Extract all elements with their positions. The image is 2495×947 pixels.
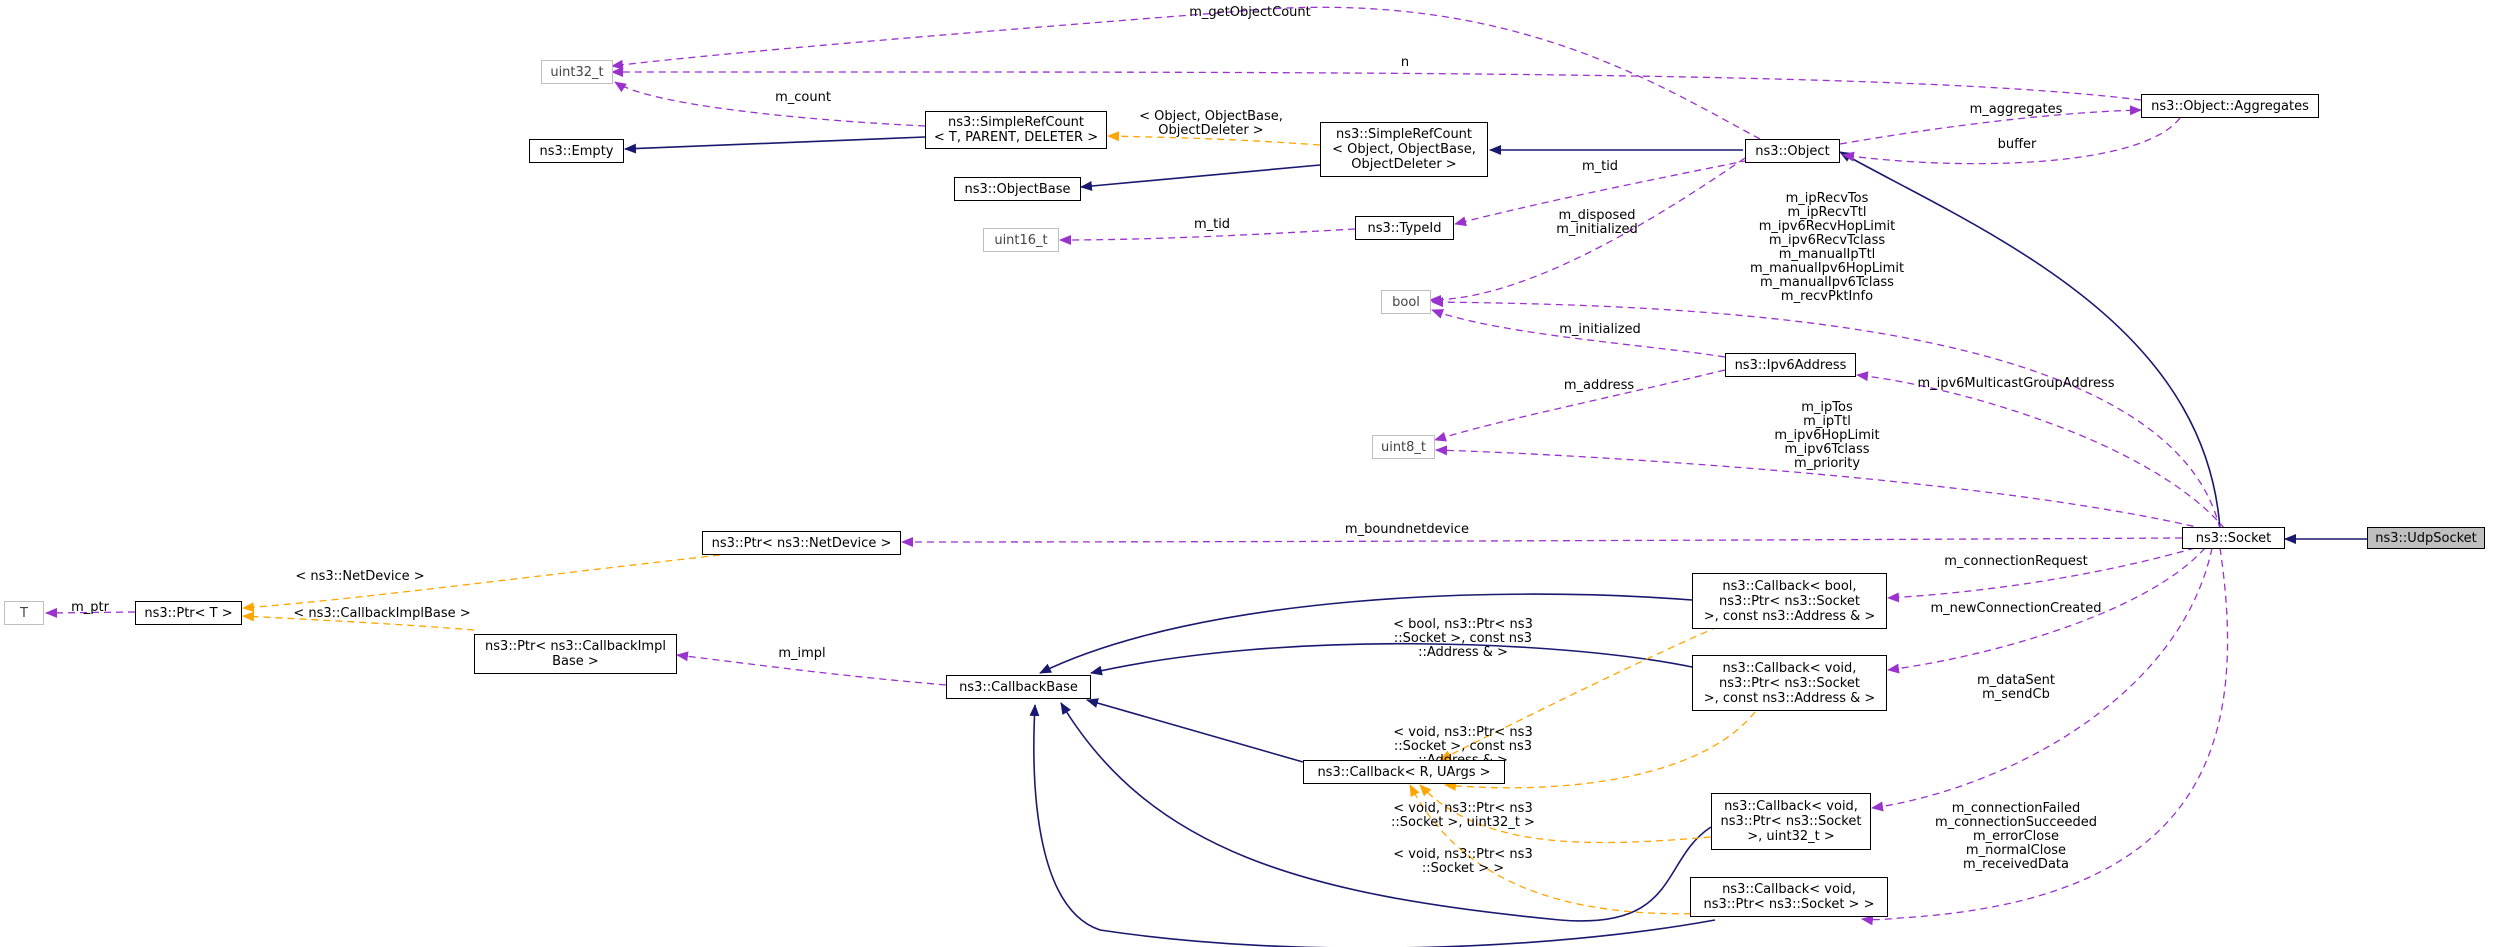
edge-aggregates-uint32-n (611, 66, 2142, 101)
node-simplerefcount-object[interactable]: ns3::SimpleRefCount < Object, ObjectBase… (1320, 122, 1488, 177)
label-tpl-void-uint32: < void, ns3::Ptr< ns3::Socket >, uint32_… (1391, 801, 1535, 830)
edge-cbtemplate-callbackbase (1086, 698, 1304, 763)
node-bool[interactable]: bool (1381, 290, 1431, 314)
edge-socket-object (1839, 151, 2221, 530)
label-callbackimplbase-tpl: < ns3::CallbackImplBase > (293, 606, 470, 621)
node-ns3-typeid[interactable]: ns3::TypeId (1355, 216, 1454, 240)
node-callback-bool[interactable]: ns3::Callback< bool, ns3::Ptr< ns3::Sock… (1692, 573, 1887, 629)
node-object-aggregates[interactable]: ns3::Object::Aggregates (2141, 94, 2319, 118)
label-m-tid-uint16: m_tid (1194, 217, 1230, 232)
label-m-tid-typeid: m_tid (1582, 159, 1618, 174)
label-tpl-bool: < bool, ns3::Ptr< ns3::Socket >, const n… (1393, 617, 1533, 660)
node-ns3-socket[interactable]: ns3::Socket (2182, 527, 2285, 549)
node-uint8-t[interactable]: uint8_t (1372, 435, 1435, 459)
edge-cbvoid-callbackbase (1029, 704, 1716, 947)
label-m-boundnetdevice: m_boundnetdevice (1345, 522, 1469, 537)
edge-object-uint32-getobjectcount (611, 6, 1761, 140)
label-m-ptr: m_ptr (71, 600, 110, 615)
edge-socket-ipv6address (1856, 371, 2226, 530)
edge-simplerefcountobj-template (1107, 131, 1321, 146)
edge-cbvoiduint32-callbackbase (1060, 702, 1712, 922)
node-ptr-t[interactable]: ns3::Ptr< T > (135, 601, 242, 625)
label-m-initialized: m_initialized (1559, 322, 1641, 337)
node-ns3-objectbase[interactable]: ns3::ObjectBase (954, 177, 1081, 201)
edge-ipv6address-bool (1431, 309, 1726, 358)
node-callback-void-address[interactable]: ns3::Callback< void, ns3::Ptr< ns3::Sock… (1692, 655, 1887, 711)
edge-socket-cbbool (1887, 547, 2196, 603)
edge-ipv6address-uint8 (1434, 369, 1726, 442)
edge-simplerefcount-uint32-count (614, 81, 926, 127)
edge-socket-cbvoiduint32 (1871, 547, 2213, 812)
edge-socket-bool (1431, 297, 2221, 530)
edge-socket-ptrnetdevice (901, 536, 2183, 547)
node-simplerefcount-template[interactable]: ns3::SimpleRefCount < T, PARENT, DELETER… (925, 111, 1107, 149)
label-m-getobjectcount: m_getObjectCount (1189, 5, 1310, 20)
node-ns3-ipv6address[interactable]: ns3::Ipv6Address (1725, 353, 1856, 377)
edge-object-typeid (1454, 157, 1761, 227)
node-callback-void-uint32[interactable]: ns3::Callback< void, ns3::Ptr< ns3::Sock… (1711, 793, 1871, 850)
edge-socket-uint8 (1435, 445, 2206, 530)
node-uint32-t[interactable]: uint32_t (541, 60, 613, 84)
edge-cbvoiduint32-cbtemplate (1419, 784, 1712, 844)
edge-cbbool-callbackbase (1039, 593, 1693, 674)
label-netdevice-tpl: < ns3::NetDevice > (295, 569, 424, 584)
edge-simplerefcount-empty (624, 136, 926, 154)
edge-callbackbase-ptrcallbackimpl (676, 651, 947, 686)
node-ptr-netdevice[interactable]: ns3::Ptr< ns3::NetDevice > (702, 531, 901, 555)
node-callback-void[interactable]: ns3::Callback< void, ns3::Ptr< ns3::Sock… (1690, 877, 1888, 917)
label-m-newconnectioncreated: m_newConnectionCreated (1930, 601, 2101, 616)
edge-typeid-uint16 (1059, 228, 1356, 245)
edge-object-bool (1429, 157, 1746, 305)
label-m-connectionrequest: m_connectionRequest (1944, 554, 2088, 569)
node-ptr-callbackimplbase[interactable]: ns3::Ptr< ns3::CallbackImpl Base > (474, 634, 677, 674)
edge-cbvoidaddr-cbtemplate (1444, 711, 1756, 791)
edge-object-aggregates (1839, 105, 2142, 145)
label-m-impl: m_impl (778, 646, 825, 661)
edge-aggregates-object-buffer (1842, 117, 2181, 165)
edge-ptrnetdevice-ptrt (242, 554, 721, 613)
edge-cbvoid-cbtemplate (1409, 784, 1716, 915)
label-object-objectbase: < Object, ObjectBase,ObjectDeleter > (1139, 109, 1283, 138)
node-callback-template[interactable]: ns3::Callback< R, UArgs > (1303, 760, 1505, 784)
node-ns3-empty[interactable]: ns3::Empty (529, 139, 624, 163)
edge-ptrt-t (45, 607, 136, 618)
edge-socket-cbvoid (1861, 547, 2229, 926)
edge-cbbool-cbtemplate (1439, 616, 1741, 761)
edge-cbvoidaddr-callbackbase (1090, 642, 1693, 676)
label-m-aggregates: m_aggregates (1970, 102, 2063, 117)
label-m-address: m_address (1564, 378, 1634, 393)
node-t[interactable]: T (4, 601, 44, 625)
edge-socket-cbvoidaddr (1887, 547, 2206, 674)
edge-simplerefcount-objectbase (1080, 164, 1321, 191)
node-uint16-t[interactable]: uint16_t (983, 228, 1059, 252)
node-ns3-udpsocket[interactable]: ns3::UdpSocket (2367, 527, 2485, 549)
label-n: n (1401, 55, 1409, 70)
node-callbackbase[interactable]: ns3::CallbackBase (946, 675, 1091, 699)
label-tpl-void: < void, ns3::Ptr< ns3::Socket > > (1393, 847, 1532, 876)
node-ns3-object[interactable]: ns3::Object (1745, 139, 1840, 163)
edge-ptrcallbackimpl-ptrt (242, 611, 475, 631)
label-m-count: m_count (775, 90, 831, 105)
label-m-ipv6multicastgroupaddress: m_ipv6MulticastGroupAddress (1917, 376, 2114, 391)
label-buffer: buffer (1998, 137, 2037, 152)
